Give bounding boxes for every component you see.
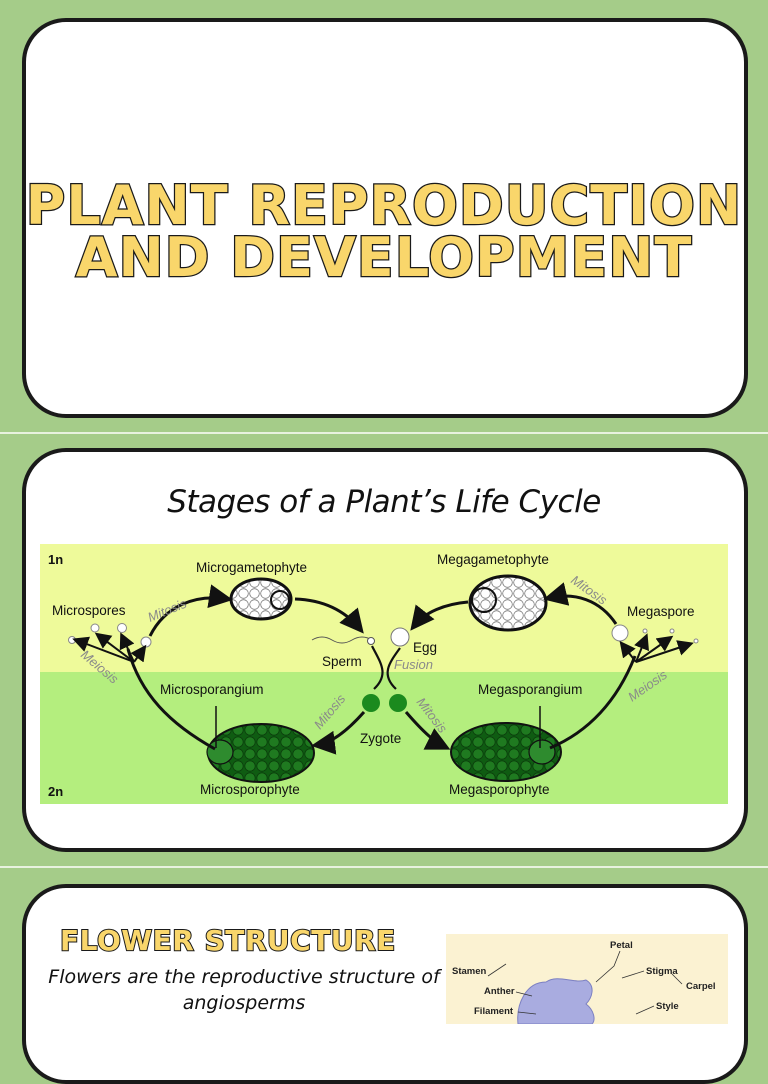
mitosis-arrow-right bbox=[543, 582, 618, 625]
slide-divider bbox=[0, 432, 768, 434]
stamen-label: Stamen bbox=[452, 966, 487, 977]
style-pointer bbox=[635, 1005, 655, 1015]
meiosis-branch bbox=[130, 644, 147, 663]
megasporangium-shape bbox=[528, 739, 556, 765]
degenerate-spore bbox=[693, 638, 699, 644]
sperm-tail bbox=[311, 636, 373, 644]
main-title-line-1: PLANT REPRODUCTION bbox=[25, 174, 743, 237]
title-card bbox=[22, 18, 748, 418]
anther-pointer bbox=[515, 991, 533, 997]
stamen-pointer bbox=[487, 963, 507, 977]
egg-arrow bbox=[410, 600, 469, 631]
filament-label: Filament bbox=[474, 1006, 514, 1017]
sperm-cell bbox=[367, 637, 375, 645]
microsporangium-shape bbox=[206, 739, 234, 765]
sperm-label: Sperm bbox=[322, 654, 362, 669]
microgametophyte-cell bbox=[270, 590, 290, 610]
fusion-label: Fusion bbox=[394, 657, 433, 672]
microgametophyte-label: Microgametophyte bbox=[196, 560, 307, 575]
megagametophyte-egg-cell bbox=[471, 587, 497, 613]
fusion-line-right bbox=[386, 647, 401, 690]
ploidy-1n-label: 1n bbox=[48, 552, 63, 567]
degenerate-spore bbox=[642, 628, 648, 634]
sperm-arrow bbox=[294, 597, 364, 634]
egg-cell bbox=[390, 627, 410, 647]
megasporophyte-label: Megasporophyte bbox=[449, 782, 550, 797]
meiosis-branch bbox=[94, 632, 135, 663]
microspores-label: Microspores bbox=[52, 603, 126, 618]
carpel-label: Carpel bbox=[686, 981, 716, 992]
slide-divider bbox=[0, 866, 768, 868]
egg-label: Egg bbox=[413, 640, 437, 655]
zygote-to-megasporophyte-arrow bbox=[404, 711, 451, 750]
megasporangium-label: Megasporangium bbox=[478, 682, 582, 697]
life-cycle-slide: Stages of a Plant’s Life Cycle 1n 2n Mic… bbox=[0, 434, 768, 866]
carpel-pointer bbox=[671, 973, 683, 985]
megagametophyte-shape bbox=[468, 574, 548, 632]
petal-pointer bbox=[595, 950, 621, 983]
meiosis-branch bbox=[634, 633, 649, 663]
petal-label: Petal bbox=[610, 940, 633, 951]
meiosis-branch bbox=[635, 635, 674, 663]
zygote-label: Zygote bbox=[360, 731, 401, 746]
mitosis-arrow-left bbox=[148, 584, 233, 637]
microgametophyte-shape bbox=[229, 577, 293, 621]
zygote-to-microsporophyte-arrow bbox=[311, 711, 366, 755]
megasporophyte-shape bbox=[450, 722, 562, 782]
style-label: Style bbox=[656, 1001, 679, 1012]
flower-diagram: Petal Stamen Anther Filament Stigma Carp… bbox=[446, 934, 728, 1024]
diploid-band bbox=[40, 672, 728, 804]
meiosis-branch bbox=[72, 636, 135, 663]
megagametophyte-label: Megagametophyte bbox=[437, 552, 549, 567]
zygote-right bbox=[389, 694, 407, 712]
meiosis-stem-right bbox=[549, 655, 637, 750]
megaspore bbox=[611, 624, 629, 642]
degenerate-spore bbox=[669, 628, 675, 634]
stigma-label: Stigma bbox=[646, 966, 678, 977]
flower-structure-subtitle: Flowers are the reproductive structure o… bbox=[48, 966, 440, 1014]
microspore bbox=[68, 636, 76, 644]
filament-pointer bbox=[517, 1011, 537, 1015]
petal-shape bbox=[517, 978, 595, 1024]
microsporangium-label: Microsporangium bbox=[160, 682, 264, 697]
flower-structure-title: FLOWER STRUCTURE bbox=[59, 923, 396, 958]
meiosis-branch bbox=[635, 640, 694, 663]
life-cycle-diagram: 1n 2n Microgametophyte Megagametophyte M… bbox=[40, 544, 728, 804]
microspore bbox=[117, 623, 127, 633]
meiosis-branch bbox=[619, 640, 637, 663]
fusion-line-left bbox=[371, 645, 384, 690]
microspore bbox=[140, 636, 152, 648]
ploidy-2n-label: 2n bbox=[48, 784, 63, 799]
meiosis-stem-left bbox=[126, 648, 216, 751]
flower-structure-slide: FLOWER STRUCTURE Flowers are the reprodu… bbox=[0, 868, 768, 1084]
stigma-pointer bbox=[621, 970, 645, 979]
zygote-left bbox=[362, 694, 380, 712]
title-slide: PLANT REPRODUCTION AND DEVELOPMENT bbox=[0, 0, 768, 432]
main-title-line-2: AND DEVELOPMENT bbox=[74, 226, 693, 289]
haploid-band bbox=[40, 544, 728, 672]
life-cycle-title: Stages of a Plant’s Life Cycle bbox=[167, 484, 601, 520]
microsporophyte-label: Microsporophyte bbox=[200, 782, 300, 797]
microspore bbox=[90, 623, 100, 633]
megaspore-label: Megaspore bbox=[627, 604, 695, 619]
anther-label: Anther bbox=[484, 986, 515, 997]
